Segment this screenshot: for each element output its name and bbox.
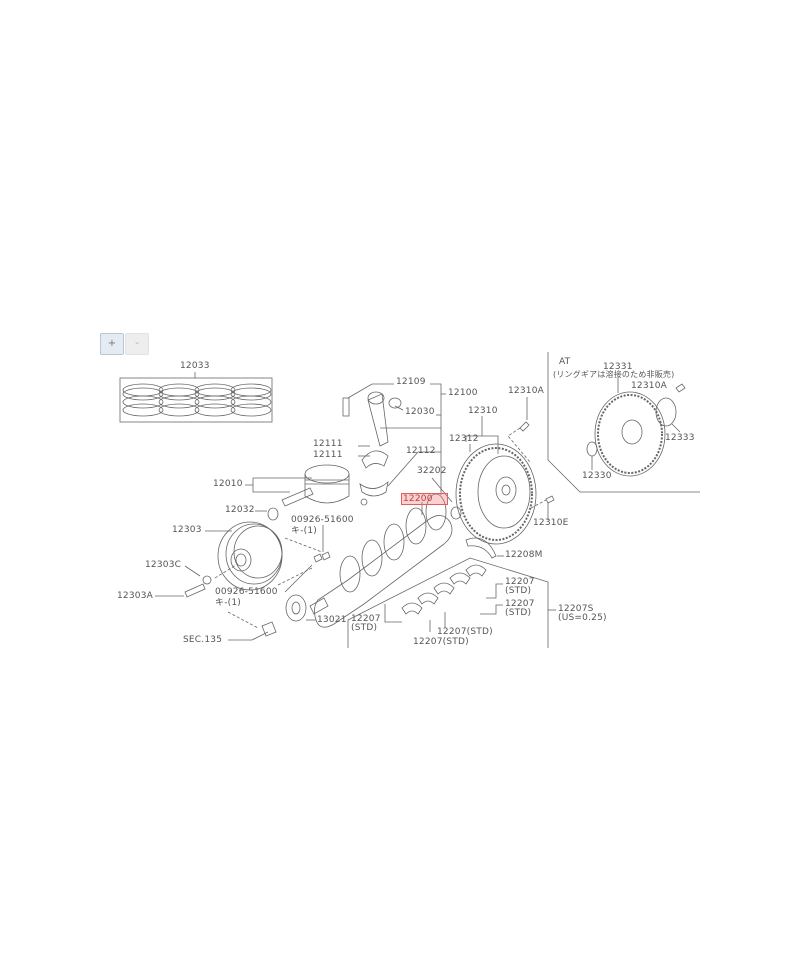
- part-label-12033[interactable]: 12033: [180, 361, 210, 371]
- part-label-12310A[interactable]: 12310A: [631, 381, 667, 391]
- crankshaft-12200[interactable]: [309, 493, 453, 628]
- part-label-12111[interactable]: 12111: [313, 450, 343, 460]
- part-label-12310[interactable]: 12310: [468, 406, 498, 416]
- part-label-12207S[interactable]: 12207S: [558, 604, 594, 614]
- pilot-bearing-12330[interactable]: [586, 441, 598, 457]
- part-label-12207-std[interactable]: 12207(STD): [413, 637, 469, 647]
- part-label-12331[interactable]: 12331: [603, 362, 633, 372]
- part-label-13021[interactable]: 13021: [317, 615, 347, 625]
- piston-12010[interactable]: [281, 464, 350, 507]
- part-label-12330[interactable]: 12330: [582, 471, 612, 481]
- sprocket-13021[interactable]: [285, 594, 307, 622]
- connecting-rod[interactable]: [359, 391, 389, 506]
- part-note-std: (STD): [505, 608, 532, 618]
- part-label-12100[interactable]: 12100: [448, 388, 478, 398]
- part-label-12310E[interactable]: 12310E: [533, 518, 569, 528]
- part-label-12207-std[interactable]: 12207(STD): [437, 627, 493, 637]
- part-label-12312[interactable]: 12312: [449, 434, 479, 444]
- part-label-12207[interactable]: 12207: [351, 614, 381, 624]
- plate-12333[interactable]: [655, 397, 677, 427]
- part-label-12207[interactable]: 12207: [505, 577, 535, 587]
- zoom-out-button[interactable]: -: [125, 333, 149, 355]
- section-link-sec135[interactable]: SEC.135: [183, 635, 223, 645]
- part-note-std: (STD): [505, 586, 532, 596]
- at-section-label: AT: [559, 357, 571, 367]
- part-label-12303A[interactable]: 12303A: [117, 591, 153, 601]
- piston-rings-12033[interactable]: [119, 372, 273, 423]
- part-label-12208M[interactable]: 12208M: [505, 550, 543, 560]
- part-label-12030[interactable]: 12030: [405, 407, 435, 417]
- part-label-12333[interactable]: 12333: [665, 433, 695, 443]
- part-label-12112[interactable]: 12112: [406, 446, 436, 456]
- part-label-12200-highlighted[interactable]: 12200: [401, 493, 448, 505]
- part-note-key: キ-(1): [291, 526, 317, 536]
- part-label-12303[interactable]: 12303: [172, 525, 202, 535]
- part-label-12109[interactable]: 12109: [396, 377, 426, 387]
- drive-plate-12331[interactable]: [594, 391, 666, 477]
- crank-pulley-12303[interactable]: [217, 521, 283, 591]
- part-label-00926-51600[interactable]: 00926-51600: [215, 587, 278, 597]
- part-label-12032[interactable]: 12032: [225, 505, 255, 515]
- zoom-in-button[interactable]: +: [100, 333, 124, 355]
- part-label-12310A[interactable]: 12310A: [508, 386, 544, 396]
- part-label-12207[interactable]: 12207: [505, 599, 535, 609]
- part-label-12010[interactable]: 12010: [213, 479, 243, 489]
- part-label-32202[interactable]: 32202: [417, 466, 447, 476]
- part-note-key: キ-(1): [215, 598, 241, 608]
- flywheel-12310[interactable]: [455, 443, 537, 545]
- part-note-ring-gear: (リングギアは溶接のため非販売): [553, 370, 675, 379]
- part-note-undersize: (US=0.25): [558, 613, 607, 623]
- part-note-std: (STD): [351, 623, 378, 633]
- part-label-12111[interactable]: 12111: [313, 439, 343, 449]
- part-label-12303C[interactable]: 12303C: [145, 560, 182, 570]
- main-bearings-12207[interactable]: [401, 564, 487, 615]
- part-label-00926-51600[interactable]: 00926-51600: [291, 515, 354, 525]
